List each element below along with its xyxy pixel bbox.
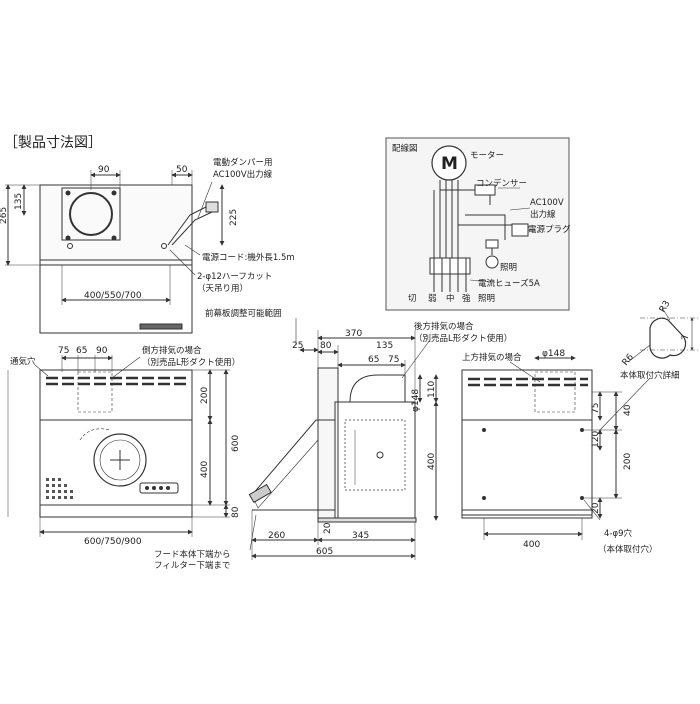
detail-r6: R6: [621, 352, 637, 368]
side-dim-20: 20: [323, 522, 333, 534]
ac-label-2: 出力線: [530, 209, 556, 220]
back-view-body: [461, 419, 593, 516]
hood-bottom-label-1: フード本体下端から: [154, 549, 231, 560]
side-elbow: [349, 374, 406, 403]
top-view-front-panel: [39, 264, 193, 334]
side-exhaust-label-1: 側方排気の場合: [142, 345, 202, 356]
side-dim-400: 400: [427, 453, 437, 470]
motor-symbol: [431, 145, 467, 181]
back-dim-120: 120: [591, 431, 601, 448]
holes-label: 4-φ9穴: [604, 528, 632, 539]
top-dim-width: 400/550/700: [84, 291, 142, 301]
detail-r3: R3: [658, 299, 673, 314]
cord-label: 電源コード:機外長1.5m: [202, 252, 295, 263]
front-dim-90: 90: [96, 346, 108, 356]
side-dim-345: 345: [352, 531, 369, 541]
side-dim-80: 80: [320, 341, 332, 351]
control-panel: [139, 323, 183, 330]
top-exhaust-label: 上方排気の場合: [462, 352, 522, 363]
back-dim-200: 200: [623, 453, 633, 470]
side-dim-75: 75: [388, 355, 399, 365]
wiring-title: 配線図: [392, 143, 418, 154]
front-dim-200: 200: [200, 387, 210, 404]
back-dim-phi148: φ148: [542, 349, 565, 359]
mount-detail-label: 本体取付穴詳細: [620, 370, 680, 381]
back-dim-40: 40: [623, 404, 633, 416]
top-view-outline: [39, 184, 193, 266]
front-dim-600: 600: [231, 435, 241, 452]
motor-label: モーター: [470, 151, 504, 161]
front-dim-75: 75: [58, 346, 69, 356]
rear-exhaust-label-1: 後方排気の場合: [414, 321, 474, 332]
hood-bottom-label-2: フィルター下端まで: [154, 560, 230, 571]
lamp-symbol: [485, 255, 499, 269]
side-hood-slope: [251, 419, 335, 496]
side-view: [248, 318, 439, 560]
wiring-diagram: [385, 137, 570, 311]
switch-off: 切: [408, 294, 417, 304]
side-dim-605: 605: [316, 547, 333, 557]
rear-exhaust-label-2: （別売品L形ダクト使用）: [414, 333, 512, 344]
motor-letter: M: [441, 154, 458, 174]
holes-note-label: （本体取付穴）: [598, 544, 658, 555]
page-title: ［製品寸法図］: [4, 135, 102, 151]
light-label: 照明: [500, 263, 517, 273]
half-cut-label-1: 2-φ12ハーフカット: [197, 272, 272, 282]
top-dim-90: 90: [98, 165, 110, 175]
damper-label-1: 電動ダンパー用: [213, 157, 273, 168]
top-dim-50: 50: [176, 165, 188, 175]
front-dim-width: 600/750/900: [84, 537, 142, 547]
side-exhaust-label-2: （別売品L形ダクト使用）: [142, 357, 240, 368]
front-view: [7, 355, 230, 537]
side-dim-260: 260: [268, 531, 285, 541]
front-panel-label: 前幕板調整可能範囲: [205, 308, 282, 319]
side-dim-135: 135: [376, 341, 393, 351]
wiring-frame: [385, 137, 570, 311]
switch-light: 照明: [478, 294, 495, 304]
back-view-bottom: [461, 509, 593, 519]
side-dim-25: 25: [292, 341, 303, 351]
detail-7: 7: [681, 334, 691, 340]
top-dim-265: 265: [0, 207, 9, 224]
top-dim-225: 225: [229, 209, 239, 226]
keyhole-shape: [649, 317, 687, 359]
front-view-bottom: [39, 504, 193, 518]
front-dim-65: 65: [76, 346, 87, 356]
capacitor-symbol: [474, 184, 496, 196]
back-view-upper: [461, 369, 593, 421]
back-dim-75: 75: [591, 403, 601, 414]
front-control-panel: [139, 482, 179, 494]
side-dim-370: 370: [345, 329, 362, 339]
plug-symbol: [511, 223, 529, 237]
front-dim-400: 400: [200, 461, 210, 478]
half-cut-label-2: （天吊り用）: [197, 283, 248, 294]
back-view: [461, 355, 651, 540]
back-dim-400: 400: [523, 540, 540, 550]
switch-mid: 中: [446, 293, 455, 304]
back-dim-20: 20: [591, 502, 601, 514]
side-dim-phi148: φ148: [411, 389, 421, 412]
fuse-label: 電流ヒューズ5A: [478, 278, 540, 289]
top-dim-135: 135: [14, 193, 24, 210]
capacitor-label: コンデンサー: [476, 178, 527, 189]
side-dim-110: 110: [427, 381, 437, 398]
front-view-body: [39, 419, 193, 506]
damper-label-2: AC100V出力線: [213, 169, 273, 180]
top-view: [5, 170, 225, 334]
side-dim-65: 65: [368, 355, 379, 365]
switch-high: 強: [462, 293, 471, 304]
ac-label-1: AC100V: [530, 198, 564, 208]
plug-label: 電源プラグ: [528, 224, 571, 235]
front-dim-80: 80: [231, 506, 241, 518]
switch-low: 弱: [428, 294, 437, 304]
fan-circle: [93, 433, 147, 487]
vent-hole-label: 通気穴: [10, 356, 36, 367]
mount-hole-detail: [627, 307, 698, 363]
top-duct-opening: [69, 192, 113, 236]
